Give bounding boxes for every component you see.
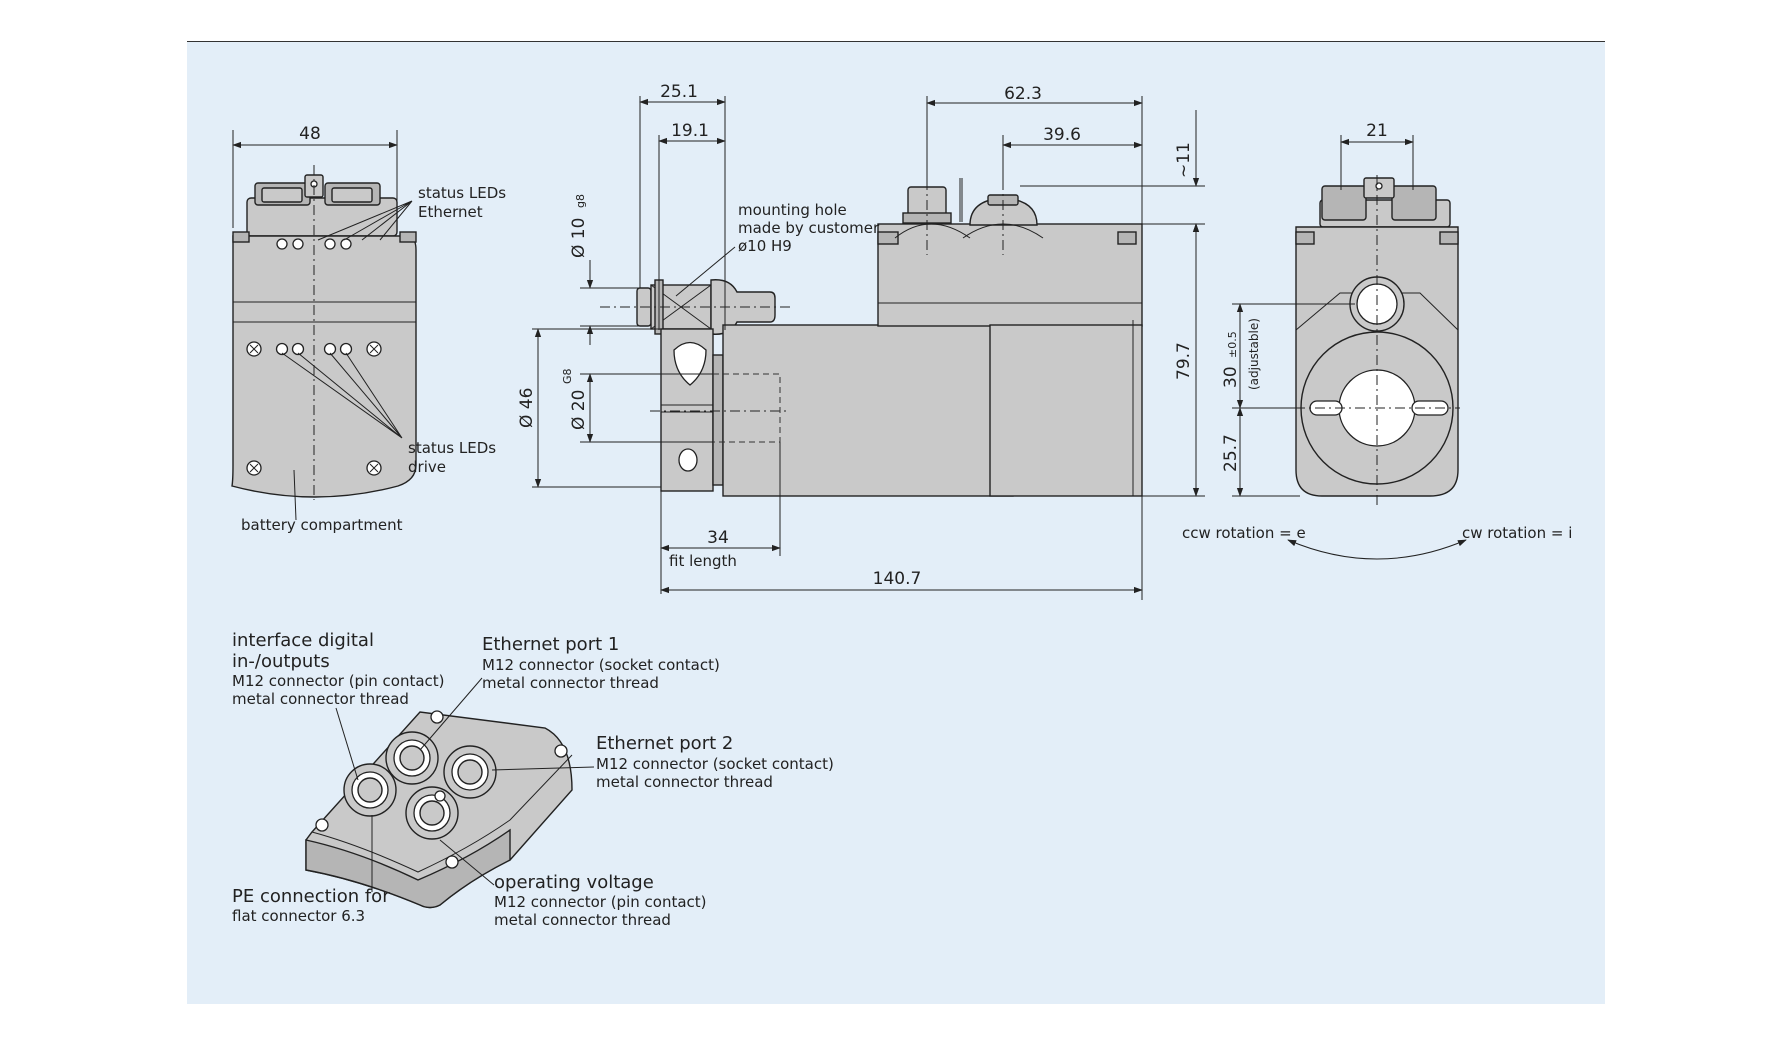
callout-eth2-line-2: metal connector thread: [596, 773, 773, 791]
dim-length-140-7: 140.7: [873, 569, 922, 589]
dim-width-48: 48: [299, 124, 321, 144]
rear-view: 21 30 ±0.5 (adjustable) 25.7 ccw rotatio…: [1182, 121, 1572, 560]
label-hole-size: ø10 H9: [738, 237, 792, 255]
label-ethernet: Ethernet: [418, 203, 483, 221]
label-cw-rotation: cw rotation = i: [1462, 524, 1572, 542]
dim-62-3: 62.3: [1004, 84, 1042, 104]
dim-21: 21: [1366, 121, 1388, 141]
dim-diameter-10: Ø 10: [569, 218, 589, 258]
callout-interface-title-1: interface digital: [232, 630, 374, 651]
callout-interface-line-1: M12 connector (pin contact): [232, 672, 445, 690]
callout-pe-title: PE connection for: [232, 886, 390, 907]
dim-19-1: 19.1: [671, 121, 709, 141]
dim-30-adjustable: (adjustable): [1247, 318, 1261, 390]
callout-eth1-title: Ethernet port 1: [482, 634, 619, 655]
callout-interface-title-2: in-/outputs: [232, 651, 330, 672]
callout-interface: interface digital in-/outputs M12 connec…: [232, 630, 445, 708]
dim-25-1: 25.1: [660, 82, 698, 102]
label-drive: drive: [408, 458, 446, 476]
label-mounting-hole: mounting hole: [738, 201, 847, 219]
callout-eth1: Ethernet port 1 M12 connector (socket co…: [482, 634, 720, 692]
dim-30-tolerance: ±0.5: [1226, 331, 1239, 358]
callout-voltage-line-2: metal connector thread: [494, 911, 671, 929]
callout-voltage-line-1: M12 connector (pin contact): [494, 893, 707, 911]
callout-eth1-line-2: metal connector thread: [482, 674, 659, 692]
callout-eth2-line-1: M12 connector (socket contact): [596, 755, 834, 773]
dim-diameter-10-tolerance: g8: [574, 194, 587, 208]
front-view: 48 status LEDs Ethernet status LEDs driv…: [231, 124, 506, 534]
callout-voltage-title: operating voltage: [494, 872, 654, 893]
label-made-by-customer: made by customer: [738, 219, 880, 237]
connector-isometric: [305, 677, 595, 909]
callout-pe: PE connection for flat connector 6.3: [232, 886, 390, 925]
callout-voltage: operating voltage M12 connector (pin con…: [494, 872, 707, 929]
label-fit-length: fit length: [669, 552, 737, 570]
label-ccw-rotation: ccw rotation = e: [1182, 524, 1306, 542]
dim-39-6: 39.6: [1043, 125, 1081, 145]
label-status-leds-drive: status LEDs: [408, 439, 496, 457]
connector-eth2: [443, 745, 497, 799]
dim-11: ~11: [1174, 142, 1194, 178]
dim-diameter-20: Ø 20: [569, 390, 589, 430]
dim-fit-34: 34: [707, 528, 729, 548]
connector-power: [405, 786, 459, 840]
callout-eth2: Ethernet port 2 M12 connector (socket co…: [596, 733, 834, 791]
dim-25-7: 25.7: [1221, 434, 1241, 472]
dim-diameter-20-tolerance: G8: [561, 368, 574, 384]
side-view: 25.1 19.1 62.3 39.6 ~11 79.7 Ø 10 g8 Ø 4…: [517, 82, 1205, 600]
connector-io: [343, 763, 397, 817]
label-status-leds-ethernet: status LEDs: [418, 184, 506, 202]
connector-eth1: [385, 731, 439, 785]
callout-eth1-line-1: M12 connector (socket contact): [482, 656, 720, 674]
label-battery-compartment: battery compartment: [241, 516, 403, 534]
callout-interface-line-2: metal connector thread: [232, 690, 409, 708]
dim-79-7: 79.7: [1174, 342, 1194, 380]
dim-diameter-46: Ø 46: [517, 388, 537, 428]
dim-30: 30: [1221, 366, 1241, 388]
callout-eth2-title: Ethernet port 2: [596, 733, 733, 754]
callout-pe-line-1: flat connector 6.3: [232, 907, 365, 925]
